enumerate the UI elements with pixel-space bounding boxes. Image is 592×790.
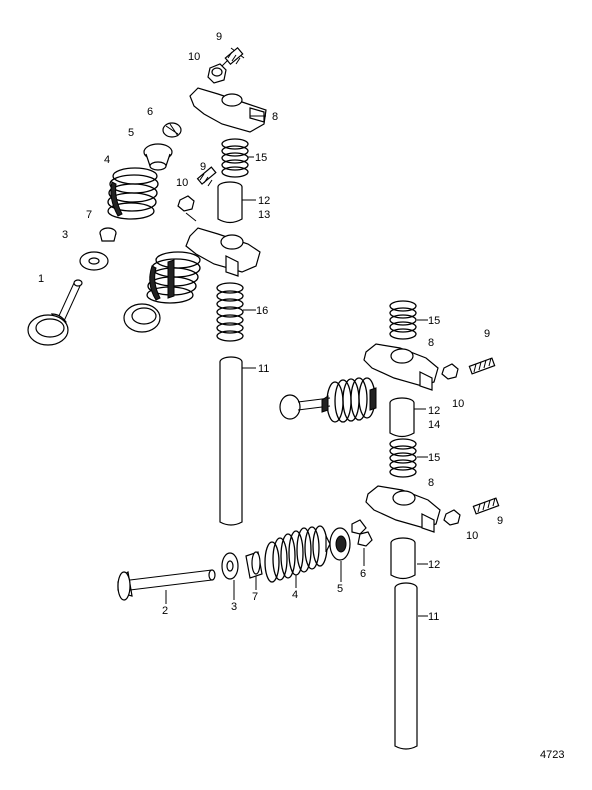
rocker-arm-right-upper	[363, 343, 439, 391]
pivot-bushing-right-lower	[390, 537, 416, 580]
label-6: 6	[360, 568, 366, 580]
lock-nut-right-upper	[441, 363, 459, 380]
label-10: 10	[188, 51, 200, 63]
label-15: 15	[428, 315, 440, 327]
label-2: 2	[162, 605, 168, 617]
adjusting-screw-right-lower	[472, 497, 500, 515]
label-11: 11	[258, 363, 269, 375]
spring-shim-lower	[221, 552, 239, 580]
leader-line	[185, 212, 197, 222]
rocker-spring-right-middle	[389, 438, 417, 478]
spring-retainer-top	[143, 143, 173, 171]
label-12: 12	[428, 405, 440, 417]
installed-valve-right-upper	[279, 377, 377, 423]
label-14: 14	[428, 419, 440, 431]
label-9: 9	[200, 161, 206, 173]
label-8: 8	[428, 337, 434, 349]
pivot-bushing-right-upper	[389, 397, 415, 438]
label-5: 5	[337, 583, 343, 595]
lock-nut-right-lower	[443, 509, 461, 526]
label-3: 3	[231, 601, 237, 613]
valve-spring-top	[107, 167, 159, 220]
adjusting-screw-middle	[196, 166, 217, 187]
valve-keepers-top	[162, 122, 182, 138]
label-4: 4	[104, 154, 110, 166]
adjusting-screw-top	[221, 46, 245, 67]
valve-seal-lower	[245, 551, 263, 579]
valve-seal-top	[99, 227, 117, 242]
lock-nut-middle	[177, 195, 195, 212]
label-13: 13	[258, 209, 270, 221]
spring-shim-top	[79, 251, 109, 271]
label-11: 11	[428, 611, 439, 623]
label-9: 9	[497, 515, 503, 527]
label-12: 12	[428, 559, 440, 571]
label-10: 10	[466, 530, 478, 542]
valve-spring-lower	[264, 525, 328, 583]
label-9: 9	[216, 31, 222, 43]
rocker-arm-middle	[185, 227, 261, 277]
label-5: 5	[128, 127, 134, 139]
pushrod-right	[394, 582, 418, 750]
valve-keepers-lower	[351, 519, 373, 547]
intake-valve	[27, 279, 83, 346]
leader-lines	[165, 115, 428, 617]
callout-labels: 9 10 8 6 5 15 4 9 10 12 13 7 3 1 16 11 1…	[38, 31, 503, 623]
label-8: 8	[428, 477, 434, 489]
rocker-arm-right-lower	[365, 485, 441, 533]
exhaust-valve	[117, 569, 216, 601]
label-15: 15	[255, 152, 267, 164]
label-7: 7	[252, 591, 258, 603]
label-15: 15	[428, 452, 440, 464]
label-12: 12	[258, 195, 270, 207]
label-10: 10	[176, 177, 188, 189]
spring-retainer-lower	[325, 527, 351, 561]
label-6: 6	[147, 106, 153, 118]
label-10: 10	[452, 398, 464, 410]
rocker-spring-right-upper	[389, 300, 417, 340]
rocker-spring-top	[221, 138, 249, 178]
pivot-bushing-top	[217, 181, 243, 224]
adjusting-screw-right-upper	[468, 357, 496, 375]
long-spring	[216, 282, 244, 342]
label-1: 1	[38, 273, 44, 285]
label-4: 4	[292, 589, 298, 601]
installed-valve-spring-left	[123, 251, 201, 333]
pushrod-left	[219, 356, 243, 526]
figure-number: 4723	[540, 749, 564, 761]
label-16: 16	[256, 305, 268, 317]
label-3: 3	[62, 229, 68, 241]
rocker-arm-top	[189, 87, 267, 133]
label-8: 8	[272, 111, 278, 123]
label-9: 9	[484, 328, 490, 340]
label-7: 7	[86, 209, 92, 221]
lock-nut-top	[207, 63, 227, 84]
